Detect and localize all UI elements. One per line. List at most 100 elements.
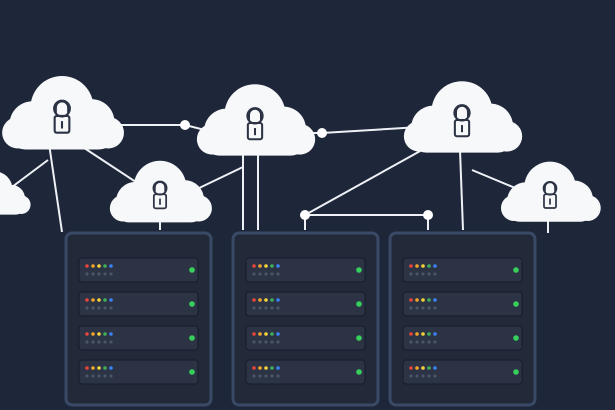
vent-dot xyxy=(270,340,274,344)
indicator-led xyxy=(433,298,437,302)
indicator-led xyxy=(97,332,101,336)
indicator-led xyxy=(276,332,280,336)
vent-dot xyxy=(433,306,437,310)
indicator-led xyxy=(427,366,431,370)
server-slot xyxy=(245,291,366,317)
server-racks xyxy=(64,231,537,407)
vent-dot xyxy=(264,374,268,378)
vent-dot xyxy=(109,306,113,310)
connection-line xyxy=(459,149,464,231)
indicator-led xyxy=(433,264,437,268)
lock-icon xyxy=(246,107,264,141)
vent-dot xyxy=(85,306,89,310)
indicator-led xyxy=(421,264,425,268)
vent-dot xyxy=(91,340,95,344)
cloud-nodes xyxy=(0,76,601,223)
indicator-led xyxy=(109,298,113,302)
vent-dot xyxy=(421,374,425,378)
server-slot xyxy=(78,257,199,283)
vent-dot xyxy=(91,272,95,276)
indicator-led xyxy=(427,298,431,302)
server-slot xyxy=(78,325,199,351)
server-unit xyxy=(78,291,199,317)
vent-dot xyxy=(409,374,413,378)
vent-dot xyxy=(85,340,89,344)
indicator-led xyxy=(421,366,425,370)
vent-dot xyxy=(409,272,413,276)
vent-dot xyxy=(252,340,256,344)
indicator-led xyxy=(109,366,113,370)
vent-dot xyxy=(433,272,437,276)
status-light xyxy=(513,267,519,273)
server-rack xyxy=(231,231,380,407)
indicator-led xyxy=(252,264,256,268)
server-unit xyxy=(78,257,199,283)
indicator-led xyxy=(276,366,280,370)
vent-dot xyxy=(421,306,425,310)
indicator-led xyxy=(97,366,101,370)
lock-icon xyxy=(453,104,471,138)
vent-dot xyxy=(264,340,268,344)
indicator-led xyxy=(97,264,101,268)
indicator-led xyxy=(252,332,256,336)
indicator-led xyxy=(270,366,274,370)
vent-dot xyxy=(427,374,431,378)
indicator-led xyxy=(276,298,280,302)
indicator-led xyxy=(409,332,413,336)
server-unit xyxy=(78,359,199,385)
server-slot xyxy=(245,325,366,351)
status-light xyxy=(189,267,195,273)
indicator-led xyxy=(97,298,101,302)
indicator-led xyxy=(264,298,268,302)
vent-dot xyxy=(97,272,101,276)
vent-dot xyxy=(421,340,425,344)
status-light xyxy=(356,335,362,341)
server-slot xyxy=(402,291,523,317)
indicator-led xyxy=(427,264,431,268)
cloud xyxy=(403,81,523,153)
vent-dot xyxy=(433,374,437,378)
indicator-led xyxy=(109,264,113,268)
vent-dot xyxy=(409,306,413,310)
indicator-led xyxy=(103,264,107,268)
server-slot xyxy=(245,257,366,283)
vent-dot xyxy=(409,340,413,344)
indicator-led xyxy=(85,298,89,302)
status-light xyxy=(356,301,362,307)
indicator-led xyxy=(103,298,107,302)
server-unit xyxy=(402,257,523,283)
indicator-led xyxy=(409,366,413,370)
lock-icon xyxy=(152,180,168,210)
cloud xyxy=(0,172,31,215)
indicator-led xyxy=(415,366,419,370)
vent-dot xyxy=(264,306,268,310)
vent-dot xyxy=(258,306,262,310)
server-unit xyxy=(402,291,523,317)
cloud xyxy=(2,76,124,150)
vent-dot xyxy=(103,374,107,378)
status-light xyxy=(356,369,362,375)
indicator-led xyxy=(421,298,425,302)
indicator-led xyxy=(415,264,419,268)
server-unit xyxy=(245,325,366,351)
vent-dot xyxy=(415,306,419,310)
status-light xyxy=(513,301,519,307)
indicator-led xyxy=(276,264,280,268)
server-rack xyxy=(64,231,213,407)
vent-dot xyxy=(427,272,431,276)
cloud xyxy=(109,160,212,223)
indicator-led xyxy=(85,264,89,268)
server-unit xyxy=(78,325,199,351)
indicator-led xyxy=(258,298,262,302)
indicator-led xyxy=(85,332,89,336)
connection-line xyxy=(304,149,423,216)
vent-dot xyxy=(103,272,107,276)
indicator-led xyxy=(91,264,95,268)
vent-dot xyxy=(103,306,107,310)
vent-dot xyxy=(258,374,262,378)
vent-dot xyxy=(276,306,280,310)
vent-dot xyxy=(276,374,280,378)
indicator-led xyxy=(252,366,256,370)
vent-dot xyxy=(415,272,419,276)
